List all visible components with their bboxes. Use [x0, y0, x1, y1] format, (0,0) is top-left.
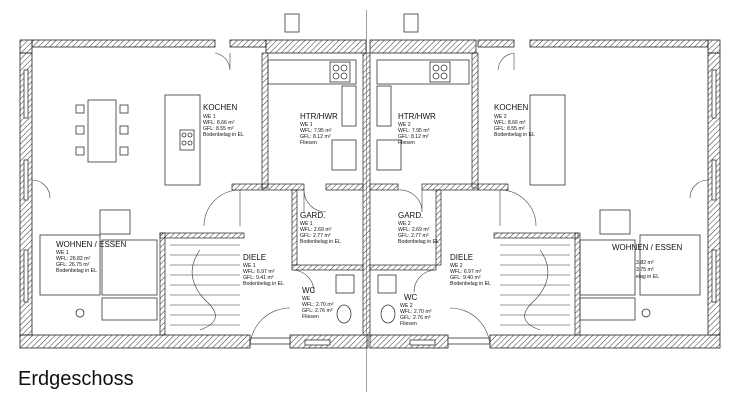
room-detail: WE 2 — [398, 221, 411, 227]
room-detail: WFL: 2.69 m² — [398, 227, 430, 233]
room-detail: WE 1 — [203, 114, 216, 120]
room-detail: GFL: 9.40 m² — [450, 275, 481, 281]
door-swings — [31, 52, 709, 349]
room-detail: WE 1 — [243, 263, 256, 269]
room-name-gard-we1: GARD. — [300, 211, 325, 220]
room-name-wohnen-we1: WOHNEN / ESSEN — [56, 240, 126, 249]
room-detail: WFL: 2.70 m² — [302, 302, 334, 308]
windows — [23, 13, 717, 346]
room-detail: WFL: 6.97 m² — [450, 269, 482, 275]
room-name-kochen-we1: KOCHEN — [203, 103, 237, 112]
room-detail: Fliesen — [300, 140, 317, 146]
room-name-htr-we1: HTR/HWR — [300, 112, 338, 121]
room-detail: Fliesen — [398, 140, 415, 146]
room-detail: GFL: 8.55 m² — [494, 126, 525, 132]
room-detail: elag in EL — [636, 274, 659, 280]
room-detail: Bodenbelag in EL — [300, 239, 341, 245]
room-detail: Bodenbelag in EL — [56, 268, 97, 274]
room-name-htr-we2: HTR/HWR — [398, 112, 436, 121]
room-detail: WFL: 7.95 m² — [300, 128, 332, 134]
room-detail: Bodenbelag in EL — [494, 132, 535, 138]
fixtures — [39, 59, 701, 324]
room-detail: Bodenbelag in EL — [450, 281, 491, 287]
room-detail: GFL: 2.77 m² — [398, 233, 429, 239]
room-detail: GFL: 2.77 m² — [300, 233, 331, 239]
room-detail: WFL: 2.70 m² — [400, 309, 432, 315]
room-detail: GFL: 26.75 m² — [56, 262, 90, 268]
room-name-gard-we2: GARD. — [398, 211, 423, 220]
room-detail: GFL: 9.41 m² — [243, 275, 274, 281]
room-name-wc-we2: WC — [404, 293, 418, 302]
room-detail: 3.75 m² — [636, 267, 654, 273]
room-detail: WE — [302, 296, 311, 302]
room-detail: GFL: 8.12 m² — [300, 134, 331, 140]
room-detail: WE 1 — [300, 221, 313, 227]
room-detail: WFL: 7.95 m² — [398, 128, 430, 134]
room-detail: GFL: 8.12 m² — [398, 134, 429, 140]
room-detail: 3.82 m² — [636, 260, 654, 266]
room-detail: WFL: 26.82 m² — [56, 256, 91, 262]
room-detail: WE 2 — [450, 263, 463, 269]
room-detail: WE 1 — [56, 250, 69, 256]
room-detail: Fliesen — [400, 321, 417, 327]
room-detail: Bodenbelag in EL — [243, 281, 284, 287]
room-name-diele-we2: DIELE — [450, 253, 473, 262]
room-name-wc-we1: WC — [302, 286, 316, 295]
drawing-title: Erdgeschoss — [18, 368, 134, 390]
room-name-wohnen-we2: WOHNEN / ESSEN — [612, 243, 682, 252]
room-detail: WFL: 2.69 m² — [300, 227, 332, 233]
room-detail: Fliesen — [302, 314, 319, 320]
room-detail: WFL: 8.66 m² — [494, 120, 526, 126]
room-detail: WFL: 6.97 m² — [243, 269, 275, 275]
room-detail: GFL: 8.55 m² — [203, 126, 234, 132]
room-detail: WE 1 — [300, 122, 313, 128]
room-detail: GFL: 2.76 m² — [302, 308, 333, 314]
room-detail: GFL: 2.76 m² — [400, 315, 431, 321]
room-name-kochen-we2: KOCHEN — [494, 103, 528, 112]
room-detail: Bodenbelag in EL — [398, 239, 439, 245]
room-labels: KOCHEN WE 1 WFL: 8.66 m² GFL: 8.55 m² Bo… — [56, 103, 682, 327]
room-detail: WE 2 — [398, 122, 411, 128]
room-detail: WE 2 — [400, 303, 413, 309]
stairs — [170, 244, 570, 331]
room-detail: Bodenbelag in EL — [203, 132, 244, 138]
room-detail: WFL: 8.66 m² — [203, 120, 235, 126]
room-name-diele-we1: DIELE — [243, 253, 266, 262]
room-detail: WE 2 — [494, 114, 507, 120]
